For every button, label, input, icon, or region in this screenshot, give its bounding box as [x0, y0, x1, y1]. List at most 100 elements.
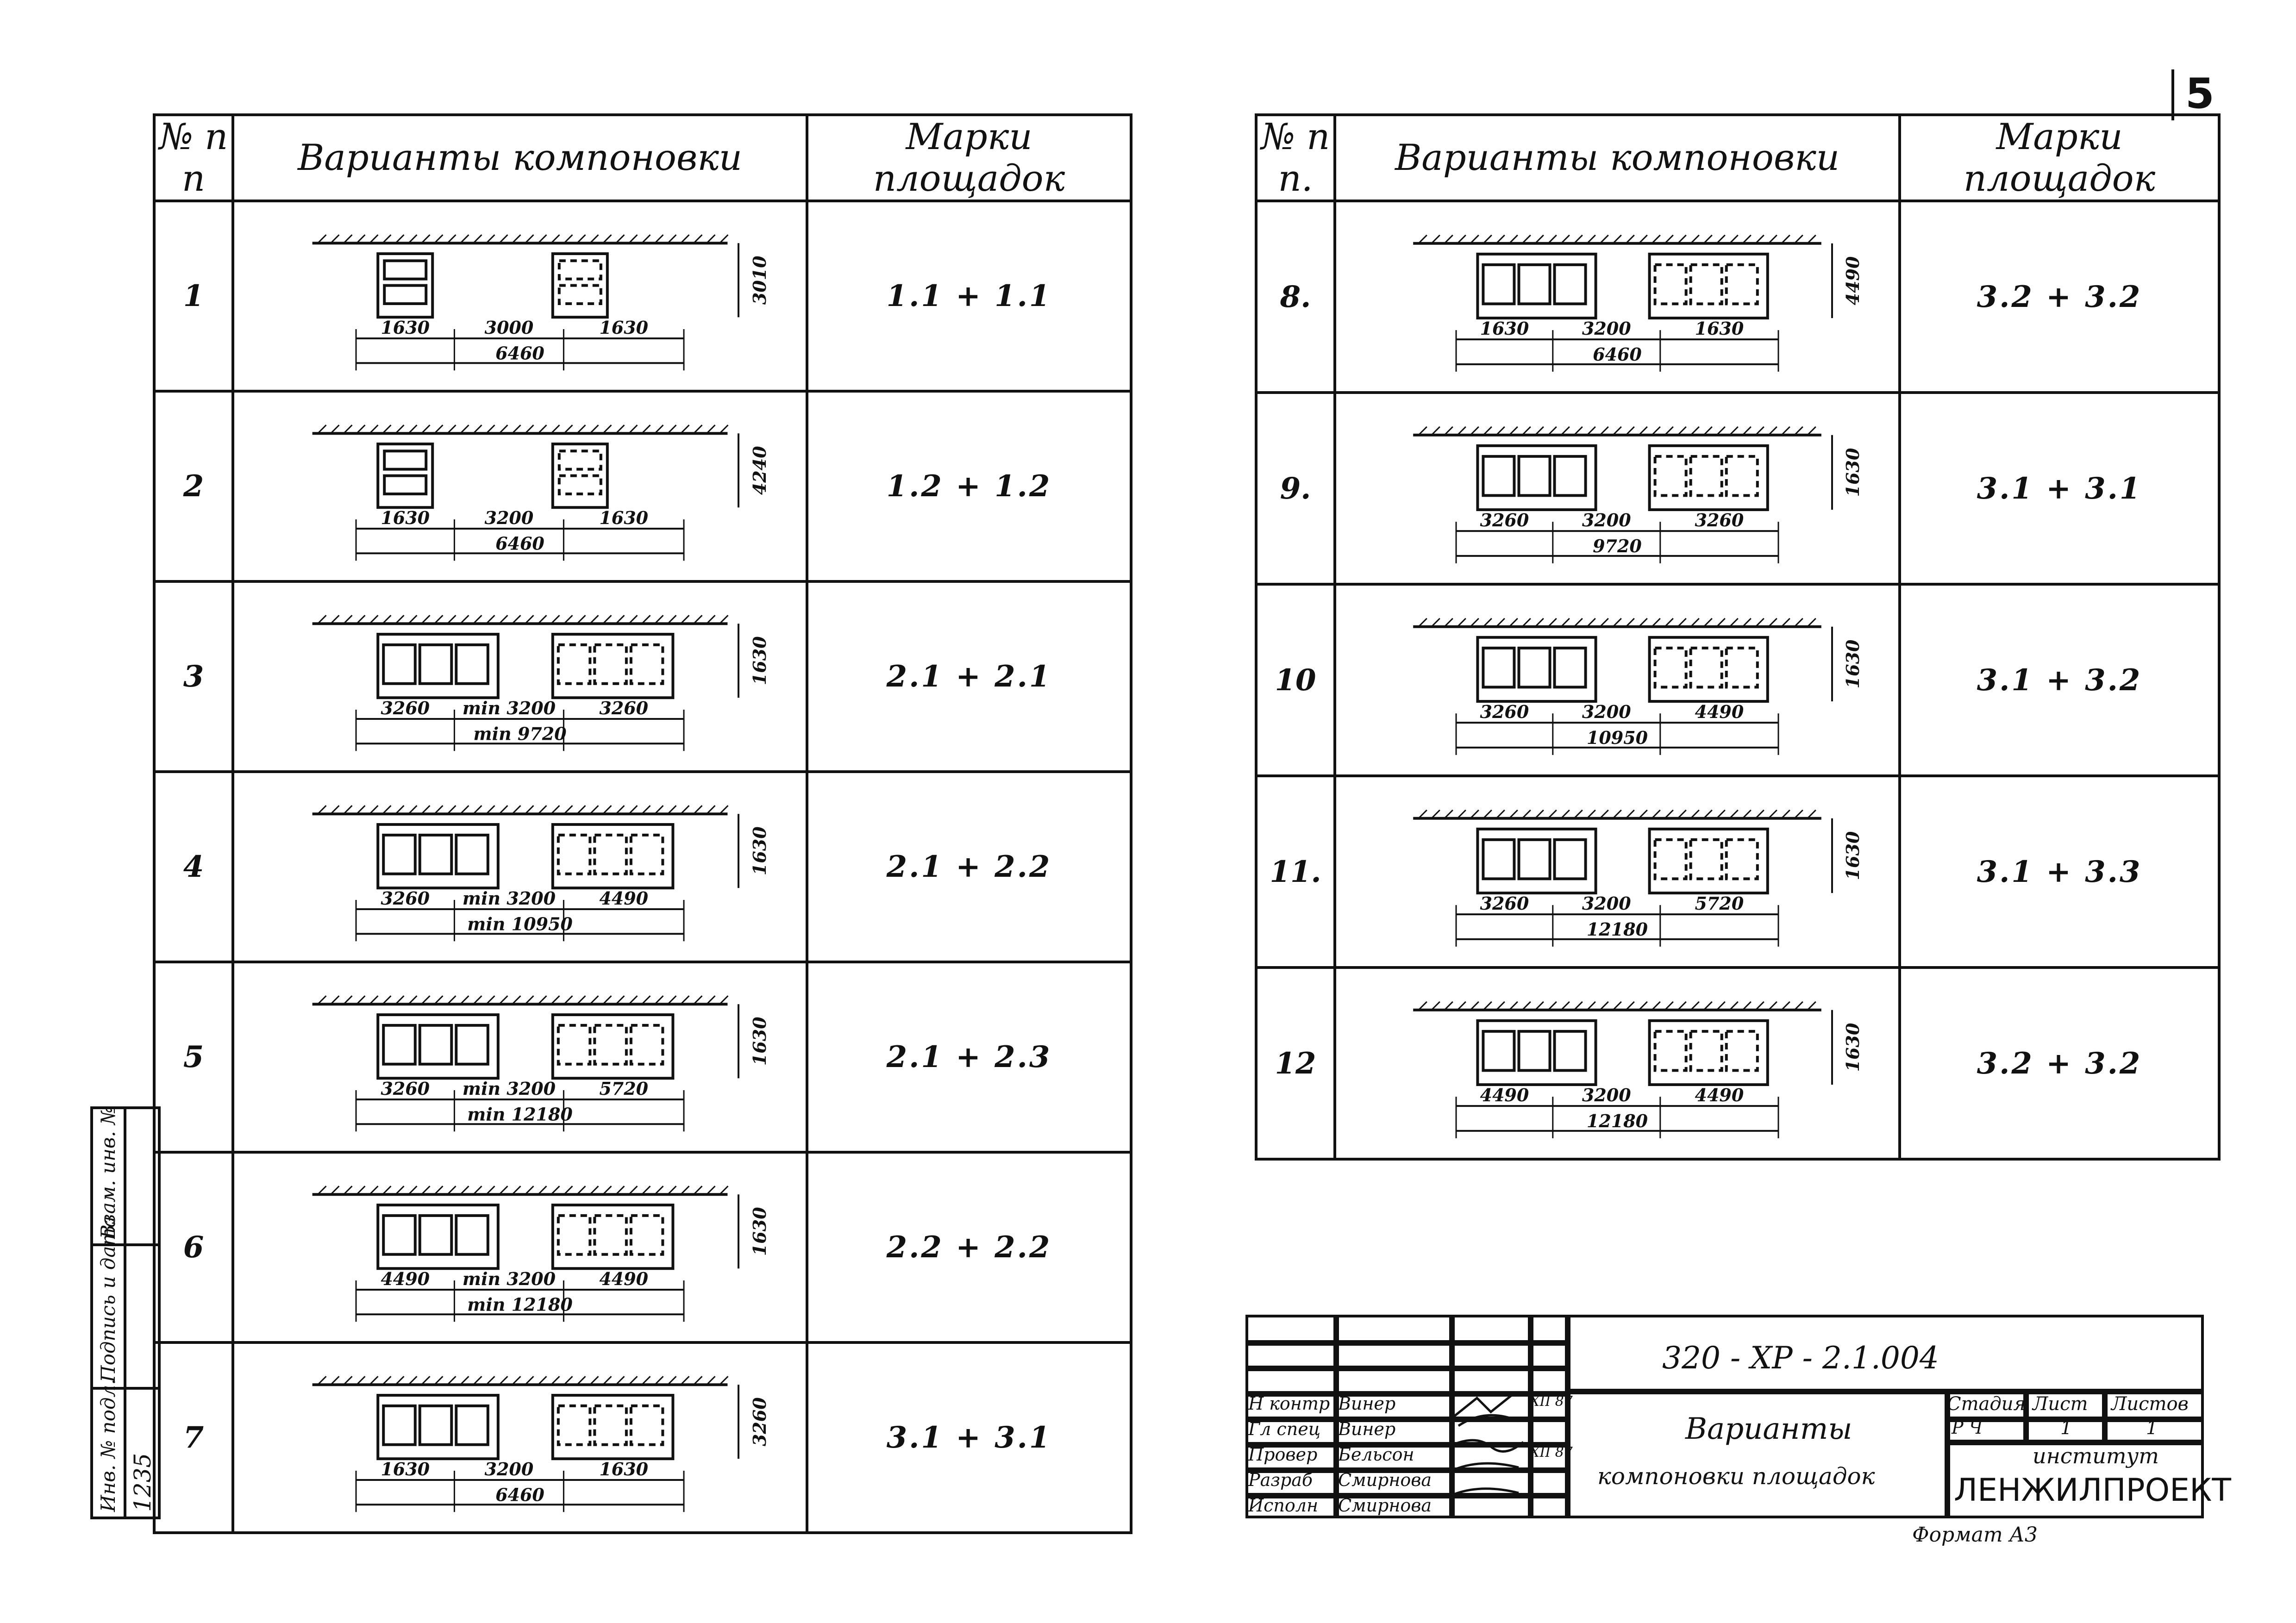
row-number: 2 [153, 390, 234, 583]
svg-text:1630: 1630 [1695, 318, 1744, 339]
svg-text:3010: 3010 [749, 256, 770, 305]
svg-text:3260: 3260 [1480, 510, 1529, 531]
svg-text:1630: 1630 [749, 1017, 770, 1066]
format-label: Формат А3 [1912, 1523, 2038, 1547]
table-row: 10 3260 3200 4490 10950 1630 3.1 + 3.2 [1255, 583, 2221, 777]
role-label: Разраб [1248, 1470, 1313, 1490]
sheet-value: 1 [2060, 1417, 2072, 1439]
svg-text:4490: 4490 [381, 1268, 430, 1289]
role-label: Гл спец [1248, 1419, 1321, 1439]
svg-text:1630: 1630 [381, 317, 430, 338]
row-number: 6 [153, 1151, 234, 1344]
col-header-marks: Марки площадок [806, 113, 1132, 202]
svg-text:min 9720: min 9720 [473, 723, 567, 744]
sheet-header: Лист [2033, 1393, 2088, 1415]
row-number: 5 [153, 961, 234, 1154]
row-number: 8. [1255, 200, 1336, 394]
role-label: Провер [1248, 1444, 1318, 1465]
org-line-2: ЛЕНЖИЛПРОЕКТ [1954, 1472, 2231, 1509]
row-number: 1 [153, 200, 234, 393]
svg-text:1630: 1630 [749, 636, 770, 685]
platform-mark: 2.2 + 2.2 [806, 1151, 1132, 1344]
person-name: Винер [1338, 1393, 1396, 1414]
row-number: 7 [153, 1341, 234, 1534]
document-code: 320 - ХР - 2.1.004 [1662, 1340, 1939, 1376]
row-number: 11. [1255, 774, 1336, 969]
row-number: 12 [1255, 966, 1336, 1161]
svg-text:4490: 4490 [1695, 1085, 1744, 1105]
side-inv-podl: Инв. № подл. [97, 1379, 119, 1512]
stage-value: Р Ч [1952, 1417, 1983, 1438]
svg-text:3260: 3260 [749, 1397, 770, 1446]
svg-text:min 3200: min 3200 [463, 1078, 556, 1099]
col-header-variants: Варианты компоновки [231, 113, 808, 202]
platform-mark: 2.1 + 2.3 [806, 961, 1132, 1154]
platform-mark: 2.1 + 2.2 [806, 770, 1132, 963]
svg-text:1630: 1630 [599, 317, 648, 338]
svg-text:1630: 1630 [1480, 318, 1529, 339]
svg-text:12180: 12180 [1587, 1111, 1648, 1131]
person-name: Винер [1338, 1419, 1396, 1439]
svg-text:3260: 3260 [1695, 510, 1744, 531]
signatures [1453, 1392, 1524, 1496]
svg-text:3200: 3200 [1582, 701, 1631, 722]
svg-text:1630: 1630 [381, 507, 430, 528]
svg-text:1630: 1630 [1842, 831, 1863, 880]
row-number: 9. [1255, 391, 1336, 586]
platform-mark: 3.2 + 3.2 [1898, 966, 2221, 1161]
svg-text:min 3200: min 3200 [463, 1268, 556, 1289]
role-label: Исполн [1248, 1495, 1318, 1516]
person-name: Смирнова [1338, 1470, 1432, 1490]
svg-text:1630: 1630 [1842, 448, 1863, 497]
svg-text:1630: 1630 [599, 507, 648, 528]
col-header-num: № п п [153, 113, 234, 202]
sheets-value: 1 [2146, 1417, 2158, 1439]
layout-diagram: 3260 3200 4490 10950 1630 [1413, 618, 1863, 755]
svg-text:3260: 3260 [1480, 701, 1529, 722]
svg-text:3200: 3200 [1582, 318, 1631, 339]
svg-text:1630: 1630 [1842, 639, 1863, 688]
platform-mark: 3.1 + 3.2 [1898, 583, 2221, 777]
svg-text:1630: 1630 [749, 826, 770, 875]
svg-text:4490: 4490 [1695, 701, 1744, 722]
platform-mark: 1.2 + 1.2 [806, 390, 1132, 583]
layout-variant-diagram: 3260 3200 4490 10950 1630 [1333, 583, 1901, 777]
row-number: 10 [1255, 583, 1336, 777]
platform-mark: 3.1 + 3.1 [806, 1341, 1132, 1534]
svg-text:10950: 10950 [1587, 727, 1648, 748]
row-number: 4 [153, 770, 234, 963]
svg-text:6460: 6460 [495, 343, 544, 363]
platform-mark: 3.2 + 3.2 [1898, 200, 2221, 394]
col-header-variants: Варианты компоновки [1333, 113, 1901, 202]
platform-mark: 1.1 + 1.1 [806, 200, 1132, 393]
title-line-2: компоновки площадок [1597, 1463, 1875, 1490]
title-line-1: Варианты [1685, 1412, 1852, 1446]
svg-text:3260: 3260 [381, 1078, 430, 1099]
person-name: Смирнова [1338, 1495, 1432, 1516]
stage-header: Стадия [1947, 1393, 2026, 1415]
side-stamp: Инв. № подл. Подпись и дата Взам. инв. №… [90, 1106, 161, 1519]
svg-text:min 3200: min 3200 [463, 698, 556, 718]
svg-text:1630: 1630 [599, 1459, 648, 1479]
